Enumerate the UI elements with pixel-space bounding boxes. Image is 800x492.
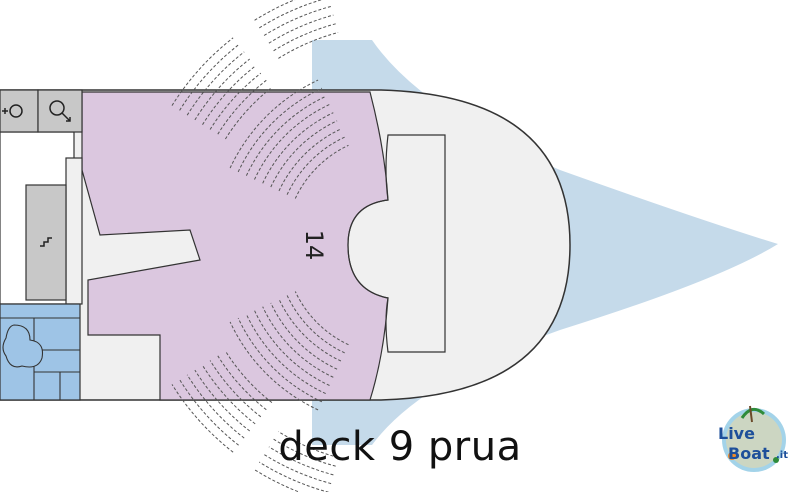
seat-row-lower-left xyxy=(194,369,251,432)
seat-row-upper-center xyxy=(229,79,319,169)
seat-row-lower-bottom xyxy=(263,454,332,485)
restroom-icon xyxy=(2,104,23,118)
cabin-dividers xyxy=(0,317,80,400)
seat-row-upper-center xyxy=(270,120,338,188)
seat-row-lower-center xyxy=(245,314,326,395)
seat-row-lower-center xyxy=(237,317,323,403)
seat-row-lower-bottom xyxy=(259,461,329,492)
seat-row-upper-center xyxy=(245,95,326,176)
seat-row-upper-left xyxy=(217,79,267,135)
stairs-icon xyxy=(40,237,52,247)
seat-row-lower-center xyxy=(262,306,334,378)
accessible-restroom-icon xyxy=(49,100,71,122)
seat-row-lower-center xyxy=(229,321,319,411)
stage-area xyxy=(347,134,446,353)
seat-row-lower-left xyxy=(179,379,239,446)
seat-row-upper-left xyxy=(171,37,234,106)
seat-row-upper-left xyxy=(202,65,256,125)
seat-row-upper-center xyxy=(254,104,330,180)
seat-row-lower-center xyxy=(286,295,345,354)
seat-row-lower-bottom xyxy=(268,446,334,476)
seat-row-lower-left xyxy=(217,355,267,411)
seat-row-upper-left xyxy=(179,44,239,111)
corridor-wall xyxy=(65,157,83,305)
logo-boat: Boat xyxy=(728,444,770,463)
seat-row-upper-left xyxy=(194,58,251,121)
seat-row-lower-bottom xyxy=(278,431,339,458)
seat-row-upper-top xyxy=(278,32,339,59)
seat-row-upper-top xyxy=(254,0,296,21)
seat-row-lower-left xyxy=(186,374,245,439)
seat-row-upper-left xyxy=(209,72,262,130)
seat-row-lower-center xyxy=(254,310,330,386)
seat-row-lower-left xyxy=(224,350,273,403)
logo-live: Live xyxy=(718,424,755,443)
seat-row-lower-center xyxy=(270,302,338,370)
seat-row-upper-center xyxy=(262,112,334,184)
liveboat-logo: Live Boat .it xyxy=(712,398,796,476)
seat-row-upper-top xyxy=(259,0,323,29)
accessible-restroom-box xyxy=(37,89,83,133)
seat-row-lower-center xyxy=(278,298,342,362)
theatre-seating xyxy=(171,0,349,492)
seat-row-lower-left xyxy=(209,360,262,418)
seat-row-upper-top xyxy=(263,5,332,36)
seat-row-lower-left xyxy=(202,365,256,425)
deck-title: deck 9 prua xyxy=(278,424,522,470)
zone-number: 14 xyxy=(300,230,328,261)
seat-row-lower-left xyxy=(171,384,234,453)
seat-row-upper-top xyxy=(268,14,334,44)
seat-row-upper-center xyxy=(294,144,349,199)
seat-row-upper-left xyxy=(186,51,245,116)
seat-row-lower-center xyxy=(294,291,349,346)
seat-row-lower-bottom xyxy=(254,469,301,492)
seat-row-upper-center xyxy=(278,128,342,192)
seat-row-upper-left xyxy=(224,87,273,140)
seat-row-upper-center xyxy=(286,136,345,195)
seat-row-upper-center xyxy=(237,87,323,173)
logo-suffix: .it xyxy=(776,450,789,461)
